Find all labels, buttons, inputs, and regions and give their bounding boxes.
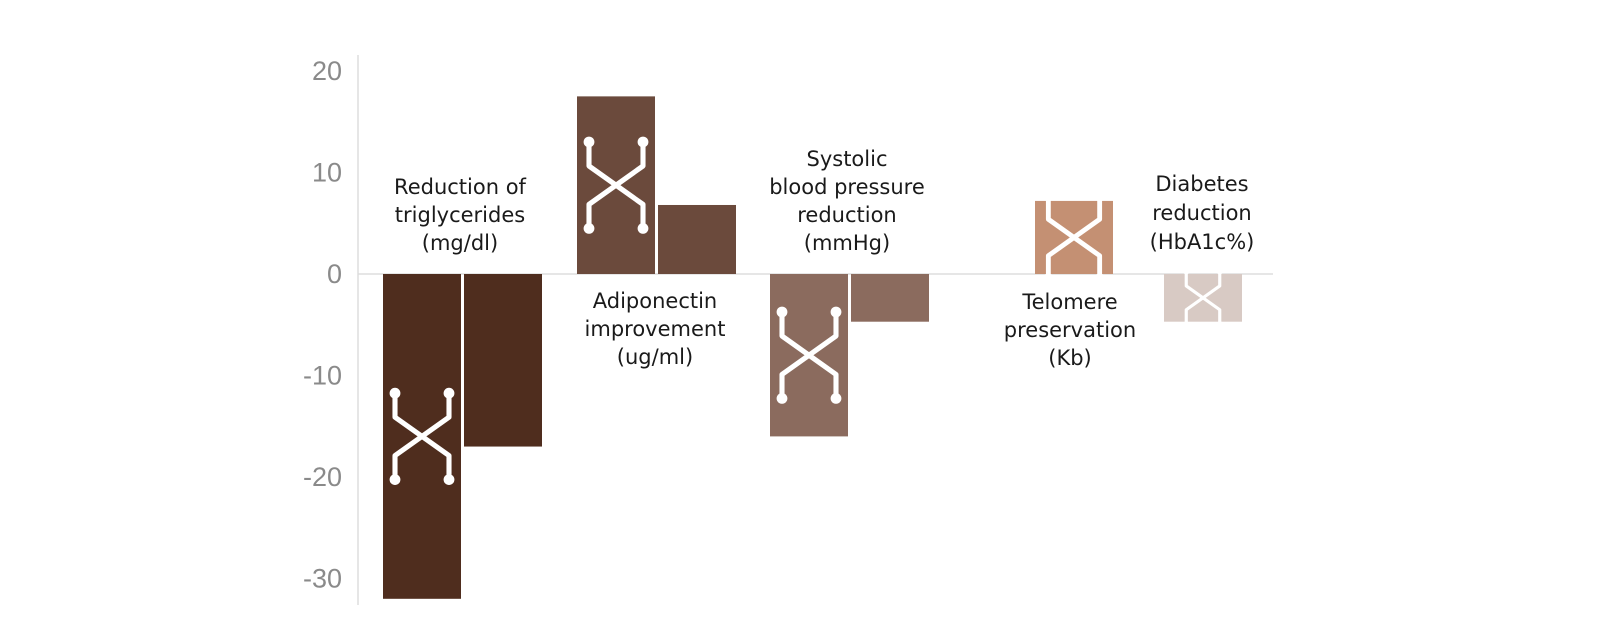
label-adiponectin: Adiponectin bbox=[593, 289, 718, 313]
label-systolic: Systolic bbox=[807, 147, 888, 171]
bar-systolic-2 bbox=[851, 274, 929, 322]
label-systolic: reduction bbox=[797, 203, 897, 227]
label-adiponectin: improvement bbox=[585, 317, 726, 341]
bars-layer bbox=[383, 96, 1242, 599]
label-diabetes: Diabetes bbox=[1155, 172, 1248, 196]
label-telomere: preservation bbox=[1004, 318, 1136, 342]
molecule-icon bbox=[1043, 191, 1105, 284]
molecule-icon bbox=[583, 136, 649, 234]
y-tick-label: -10 bbox=[303, 361, 342, 391]
label-triglycerides: triglycerides bbox=[395, 203, 525, 227]
label-diabetes: reduction bbox=[1152, 201, 1252, 225]
y-tick-label: 0 bbox=[327, 259, 342, 289]
label-systolic: (mmHg) bbox=[804, 231, 890, 255]
bar-adiponectin-2 bbox=[658, 204, 736, 274]
label-triglycerides: (mg/dl) bbox=[422, 231, 498, 255]
molecule-icon bbox=[776, 306, 842, 404]
molecule-icon bbox=[1182, 267, 1224, 328]
y-tick-label: -20 bbox=[303, 462, 342, 492]
molecule-icon bbox=[389, 387, 455, 485]
label-triglycerides: Reduction of bbox=[394, 175, 527, 199]
bar-triglycerides-2 bbox=[464, 274, 542, 447]
y-tick-label: 20 bbox=[312, 56, 342, 86]
label-telomere: Telomere bbox=[1021, 290, 1117, 314]
label-adiponectin: (ug/ml) bbox=[617, 345, 693, 369]
label-systolic: blood pressure bbox=[769, 175, 925, 199]
label-diabetes: (HbA1c%) bbox=[1150, 230, 1255, 254]
y-tick-label: -30 bbox=[303, 564, 342, 594]
y-tick-label: 10 bbox=[312, 158, 342, 188]
label-telomere: (Kb) bbox=[1048, 346, 1092, 370]
